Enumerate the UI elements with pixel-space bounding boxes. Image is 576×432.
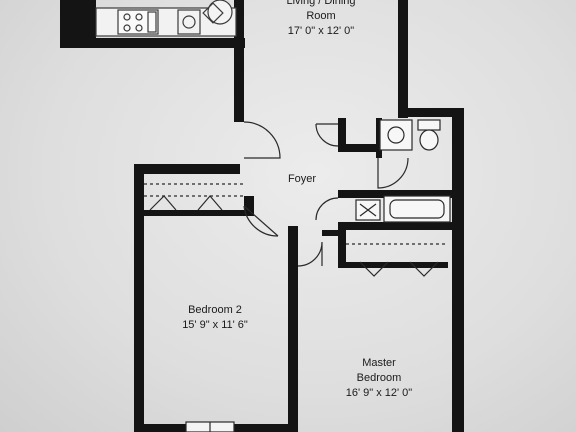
closet-shelf-bedroom2 bbox=[144, 183, 244, 197]
room-size-living: 17' 0" x 12' 0" bbox=[287, 25, 355, 37]
washer-icon bbox=[355, 199, 381, 221]
bedroom2-closet-end bbox=[244, 196, 254, 216]
room-size-master: 16' 9" x 12' 0" bbox=[345, 387, 413, 399]
door-swing-bedroom2 bbox=[243, 205, 279, 237]
range-icon bbox=[117, 9, 159, 35]
master-closet-front bbox=[338, 262, 448, 268]
master-wall-top bbox=[338, 222, 454, 230]
room-name-bedroom2: Bedroom 2 bbox=[188, 304, 242, 316]
door-swing-living bbox=[243, 121, 281, 159]
room-name-master-line2: Bedroom bbox=[356, 372, 402, 384]
bath-wall-divider bbox=[376, 118, 382, 158]
doors bbox=[144, 121, 448, 277]
bath-wall-top bbox=[398, 108, 462, 117]
door-swing-hall-closet bbox=[315, 123, 339, 147]
room-name-master-line1: Master bbox=[362, 357, 396, 369]
door-bedroom2 bbox=[243, 205, 279, 237]
walls bbox=[60, 0, 464, 432]
door-swing-laundry bbox=[315, 197, 339, 221]
bedroom2-closet-front bbox=[144, 210, 244, 216]
room-size-bedroom2: 15' 9" x 11' 6" bbox=[182, 319, 248, 331]
bath-wall-inner-2 bbox=[338, 144, 378, 152]
door-swing-bath bbox=[377, 157, 409, 189]
room-label-foyer: Foyer bbox=[282, 172, 322, 187]
living-wall-right bbox=[398, 0, 408, 118]
bath-fixtures bbox=[355, 119, 451, 223]
sink-icon bbox=[379, 119, 413, 151]
bath-wall-inner bbox=[338, 118, 346, 152]
room-label-master: Master Bedroom 16' 9" x 12' 0" bbox=[324, 356, 434, 401]
room-name-foyer: Foyer bbox=[287, 173, 317, 185]
sink-icon bbox=[177, 9, 201, 35]
window-bedroom2 bbox=[185, 421, 235, 432]
door-swing-master bbox=[297, 241, 323, 267]
bedroom2-wall-right bbox=[288, 226, 298, 432]
kitchen-corner-icon bbox=[202, 0, 233, 25]
east-wall bbox=[452, 108, 464, 432]
room-name-living-line1: Living / Dining bbox=[286, 0, 356, 7]
bathtub-icon bbox=[383, 195, 451, 223]
master-closet-wall bbox=[338, 222, 346, 268]
bedroom2-wall-top bbox=[134, 164, 240, 174]
hall-stub bbox=[322, 230, 338, 236]
kitchen-fixtures bbox=[95, 0, 237, 37]
bifold-bedroom2 bbox=[149, 195, 223, 211]
kitchen-wall-bottom bbox=[60, 38, 245, 48]
room-name-living-line2: Room bbox=[306, 10, 336, 22]
bifold-master bbox=[359, 261, 439, 277]
bath-wall-bottom bbox=[338, 190, 454, 198]
living-wall-left bbox=[234, 0, 244, 122]
room-label-living: Living / Dining Room 17' 0" x 12' 0" bbox=[262, 0, 380, 39]
bedroom2-wall-left bbox=[134, 164, 144, 432]
room-label-bedroom2: Bedroom 2 15' 9" x 11' 6" bbox=[160, 303, 270, 333]
toilet-icon bbox=[417, 119, 441, 151]
